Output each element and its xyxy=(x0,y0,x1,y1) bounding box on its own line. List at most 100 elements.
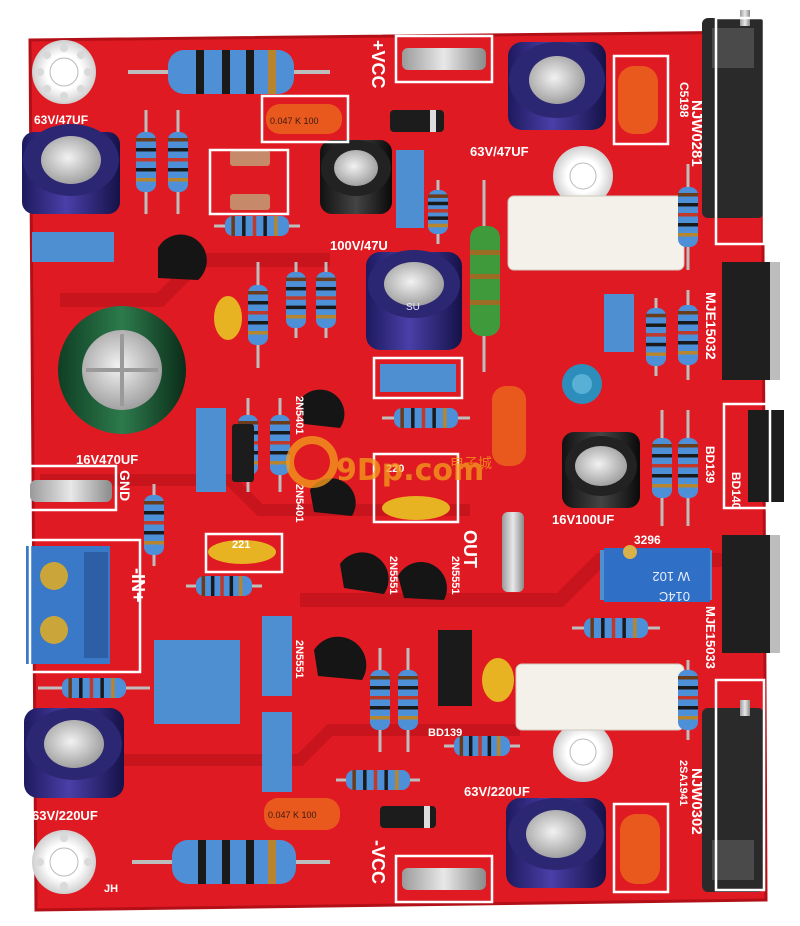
resistor-array xyxy=(38,110,698,790)
silkscreen-outlines xyxy=(20,16,772,904)
resistor-small xyxy=(136,110,156,214)
resistor-small xyxy=(382,408,470,428)
label-trimmer-code: 3296 xyxy=(634,533,661,547)
resistor-bottom-horizontal xyxy=(132,840,330,884)
film-cap-top-right xyxy=(618,66,658,134)
mounting-hole-top-left xyxy=(32,40,96,104)
electrolytic-cap-top-left xyxy=(22,124,120,214)
label-c-small-right: 16V100UF xyxy=(552,512,614,527)
tube-marking: SU xyxy=(406,302,420,313)
fuse-clips xyxy=(30,48,524,890)
label-q-2n5551-a: 2N5551 xyxy=(387,556,399,595)
label-q-bd139-right: BD139 xyxy=(703,446,717,484)
label-q-2n5551-c: 2N5551 xyxy=(293,640,305,679)
cement-resistor-top xyxy=(507,195,685,271)
label-c-big: 16V470UF xyxy=(76,452,138,467)
label-maker-mark: JH xyxy=(104,883,118,895)
resistor-small xyxy=(444,736,520,756)
resistor-small xyxy=(678,410,698,526)
trimmer-pot-3296 xyxy=(604,545,710,602)
label-q-bd140: BD140 xyxy=(729,472,743,510)
resistor-top-horizontal xyxy=(128,50,330,94)
bead-resistor xyxy=(562,364,602,404)
component-markings: 0.047 K 100 0.047 K 100 W 102 014C SU xyxy=(268,116,690,820)
resistor-small xyxy=(398,648,418,752)
trimmer-value-marking: W 102 xyxy=(652,569,690,584)
resistor-small xyxy=(38,678,150,698)
label-q-2n5401-b: 2N5401 xyxy=(293,484,305,523)
electrolytic-cap-bottom-right xyxy=(506,798,606,888)
resistor-small xyxy=(572,618,660,638)
inductor-green xyxy=(470,180,500,372)
label-cap-220: 220 xyxy=(386,463,404,475)
mounting-hole-mid-right xyxy=(553,146,613,206)
label-output: OUT xyxy=(460,530,480,568)
label-q-2n5401-a: 2N5401 xyxy=(293,396,305,435)
label-q-2sa1941: 2SA1941 xyxy=(677,760,689,806)
watermark-logo: 9Dp.com 电子城 xyxy=(286,436,492,488)
film-cap-middle xyxy=(492,386,526,466)
resistor-small xyxy=(286,262,306,338)
label-c-mid: 100V/47U xyxy=(330,238,388,253)
diodes xyxy=(230,110,444,828)
silkscreen-text: 63V/47UF 63V/47UF 100V/47U 16V470UF 16V1… xyxy=(32,40,743,895)
resistor-small xyxy=(186,576,262,596)
label-input: -IN+ xyxy=(128,568,148,603)
driver-transistor-bd139 xyxy=(748,410,784,502)
film-cap-marking-top: 0.047 K 100 xyxy=(270,116,319,126)
resistor-small xyxy=(370,648,390,752)
resistor-small xyxy=(678,290,698,380)
resistor-small xyxy=(652,410,672,526)
label-q-njw0281: NJW0281 xyxy=(688,100,705,167)
label-q-njw0302: NJW0302 xyxy=(688,768,705,835)
film-cap-bottom-center xyxy=(264,798,340,830)
film-cap-bottom-right xyxy=(620,814,660,884)
watermark-text: 9Dp.com xyxy=(336,453,484,488)
electrolytic-cap-top-right xyxy=(508,42,606,130)
input-terminal-block xyxy=(26,546,110,664)
label-q-2n5551-b: 2N5551 xyxy=(449,556,461,595)
mounting-hole-bottom-left xyxy=(32,830,96,894)
resistor-small xyxy=(168,110,188,214)
label-vcc-pos: +VCC xyxy=(368,40,388,89)
electrolytic-cap-16v470uf xyxy=(58,306,186,434)
label-c-bottom-left: 63V/220UF xyxy=(32,808,98,823)
resistor-small xyxy=(678,660,698,740)
power-transistor-njw0302 xyxy=(702,700,764,892)
electrolytic-cap-bottom-left xyxy=(24,708,124,798)
label-c-top-left: 63V/47UF xyxy=(34,113,88,127)
ceramic-caps xyxy=(208,296,514,702)
power-transistor-njw0281 xyxy=(702,10,764,218)
resistor-small xyxy=(428,180,448,244)
label-q-mje15032: MJE15032 xyxy=(703,292,719,360)
electrolytic-cap-mid-blue xyxy=(366,250,462,350)
resistor-small xyxy=(336,770,420,790)
label-c-bottom-right: 63V/220UF xyxy=(464,784,530,799)
label-gnd: GND xyxy=(117,470,133,501)
resistor-small xyxy=(646,298,666,376)
resistor-small xyxy=(316,262,336,338)
resistor-small xyxy=(270,398,290,492)
resistor-small xyxy=(214,216,300,236)
trimmer-code-marking: 014C xyxy=(659,589,690,604)
film-cap-marking-bottom: 0.047 K 100 xyxy=(268,810,317,820)
label-vcc-neg: -VCC xyxy=(368,840,388,884)
label-q-bd139-bottom: BD139 xyxy=(428,727,462,739)
electrolytic-cap-100v47u xyxy=(320,140,392,214)
film-cap-top-center xyxy=(266,104,342,134)
cement-resistor-bottom xyxy=(515,663,685,731)
watermark-cn: 电子城 xyxy=(450,456,492,472)
resistor-small xyxy=(248,262,268,368)
electrolytic-cap-16v100uf xyxy=(562,432,640,508)
resistor-small xyxy=(678,164,698,270)
label-q-mje15033: MJE15033 xyxy=(703,606,718,669)
label-c-top-right: 63V/47UF xyxy=(470,144,529,159)
power-transistor-mje15033 xyxy=(722,535,780,653)
small-transistors xyxy=(158,234,447,680)
label-q-2sc5198: C5198 xyxy=(677,82,691,118)
driver-transistor-bd139-bottom xyxy=(438,630,472,706)
mounting-hole-lower-right xyxy=(553,722,613,782)
label-cap-221: 221 xyxy=(232,539,250,551)
resistor-small xyxy=(144,484,164,566)
